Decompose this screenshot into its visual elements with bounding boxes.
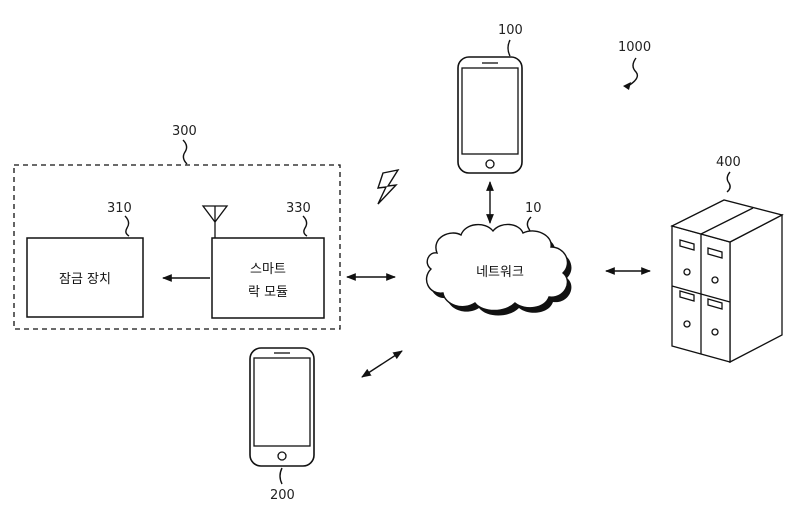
smart-lock-module-label-line2: 락 모듈 — [248, 285, 288, 300]
network-label: 네트워크 — [476, 265, 524, 280]
lock-device-box — [26, 237, 144, 318]
lightning-icon — [376, 168, 400, 205]
smart-lock-module-leader — [302, 215, 308, 237]
smartphone-icon — [457, 56, 523, 174]
lock-device-ref-label: 310 — [107, 201, 132, 216]
system-ref-leader — [627, 57, 639, 87]
smart-lock-module-box — [211, 237, 325, 319]
server-ref-label: 400 — [716, 155, 741, 170]
smartphone-icon — [249, 347, 315, 467]
dashed-group-box — [13, 164, 341, 330]
smart-lock-module-ref-label: 330 — [286, 201, 311, 216]
phone-bottom-leader — [279, 467, 283, 485]
phone-bottom-ref-label: 200 — [270, 488, 295, 503]
cloud-icon — [425, 223, 572, 316]
phone-bottom-network-link — [361, 350, 403, 378]
system-ref-label: 1000 — [618, 40, 651, 55]
server-leader — [726, 171, 731, 193]
system-ref-arrowhead — [623, 82, 631, 90]
lock-device-leader — [124, 215, 130, 237]
dashed-group-ref-label: 300 — [172, 124, 197, 139]
server-rack-icon — [670, 199, 784, 364]
antenna-icon — [201, 205, 229, 238]
dashed-group-leader — [182, 139, 188, 165]
network-ref-label: 10 — [525, 201, 542, 216]
smart-lock-module-label-line1: 스마트 — [250, 262, 286, 277]
phone-top-leader — [507, 39, 511, 57]
phone-top-ref-label: 100 — [498, 23, 523, 38]
lock-device-label: 잠금 장치 — [59, 272, 111, 287]
